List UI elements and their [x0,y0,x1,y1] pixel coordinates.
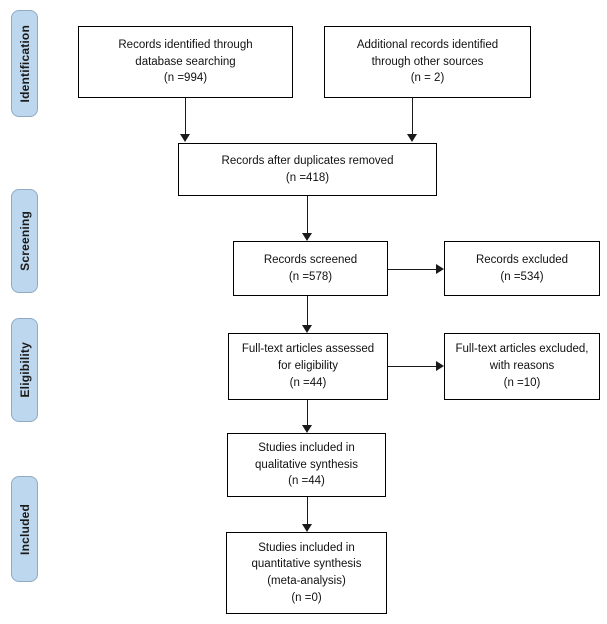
box-count: (n =44) [289,376,327,389]
box-count: (n =0) [291,591,322,604]
box-line: Records excluded [475,253,569,266]
box-line: for eligibility [277,360,339,373]
box-line: Studies included in [258,441,355,454]
box-line: quantitative synthesis [251,558,362,571]
connector-fulltext-to-excluded [388,366,436,367]
box-line: Records screened [263,253,358,266]
box-line: Additional records identified [356,38,499,51]
box-line: Full-text articles assessed [241,343,375,356]
box-line: database searching [135,55,236,68]
box-count: (n =994) [163,72,208,85]
box-additional-records-other-sources: Additional records identified through ot… [324,26,531,98]
arrowhead-fulltext-to-qualitative [302,425,312,433]
arrowhead-duplicates-to-screened [302,233,312,241]
arrowhead-db-search-to-duplicates [180,134,190,142]
box-line: (meta-analysis) [267,575,346,587]
box-line: Records identified through [118,38,253,51]
connector-qualitative-to-quantitative [307,497,308,524]
box-count: (n =44) [288,475,325,488]
stage-bar-identification: Identification [11,10,38,117]
box-line: through other sources [371,55,484,68]
box-fulltext-articles-excluded: Full-text articles excluded, with reason… [444,333,600,400]
connector-fulltext-to-qualitative [307,400,308,425]
box-records-excluded: Records excluded (n =534) [444,241,600,296]
connector-duplicates-to-screened [307,196,308,233]
arrowhead-screened-to-fulltext [302,325,312,333]
box-line: Full-text articles excluded, [455,343,589,356]
box-count: (n =534) [500,270,544,283]
arrowhead-other-sources-to-duplicates [407,134,417,142]
box-count: (n =578) [288,270,333,283]
box-line: Records after duplicates removed [221,154,394,167]
arrowhead-qualitative-to-quantitative [302,524,312,532]
box-count: (n =418) [285,171,330,184]
stage-label-eligibility: Eligibility [17,342,32,398]
arrowhead-screened-to-excluded [436,264,444,274]
box-records-screened: Records screened (n =578) [233,241,388,296]
connector-screened-to-excluded [388,269,436,270]
connector-screened-to-fulltext [307,296,308,325]
arrowhead-fulltext-to-excluded [436,361,444,371]
box-studies-qualitative-synthesis: Studies included in qualitative synthesi… [227,433,386,497]
box-fulltext-articles-assessed: Full-text articles assessed for eligibil… [228,333,388,400]
stage-bar-eligibility: Eligibility [11,318,38,422]
stage-label-included: Included [17,503,32,555]
stage-label-identification: Identification [17,24,32,103]
box-records-after-duplicates-removed: Records after duplicates removed (n =418… [178,143,437,196]
box-count: (n =10) [503,376,541,389]
connector-db-search-to-duplicates [185,98,186,134]
stage-label-screening: Screening [17,211,32,271]
stage-bar-included: Included [11,476,38,582]
box-count: (n = 2) [410,72,445,85]
box-studies-quantitative-synthesis: Studies included in quantitative synthes… [226,532,387,614]
stage-bar-screening: Screening [11,189,38,293]
box-line: with reasons [489,360,555,373]
box-line: qualitative synthesis [255,458,358,471]
box-records-identified-database: Records identified through database sear… [78,26,293,98]
connector-other-sources-to-duplicates [412,98,413,134]
box-line: Studies included in [258,541,355,554]
